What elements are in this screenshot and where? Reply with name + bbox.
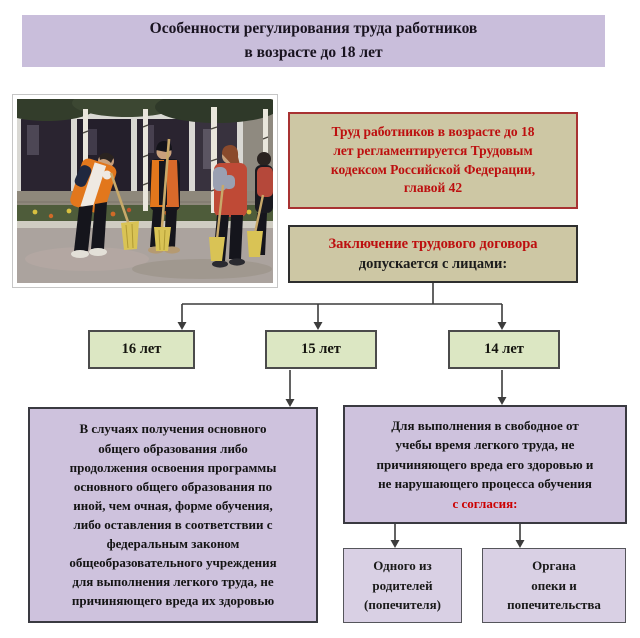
age-label-15: 15 лет: [301, 341, 341, 357]
arrowhead-guardian: [515, 540, 525, 548]
age-label-14: 14 лет: [484, 341, 524, 357]
contract-heading: Заключение трудового договора: [328, 235, 538, 252]
street-cleaning-photo: [12, 94, 278, 288]
education-case-text: В случаях получения основного общего обр…: [69, 421, 277, 609]
consent-label: с согласия:: [452, 495, 518, 511]
contract-box: Заключение трудового договора допускаетс…: [288, 225, 578, 283]
age-label-16: 16 лет: [121, 341, 162, 357]
consent-guardianship-box: Органа опеки и попечительства: [482, 548, 626, 623]
arrowhead-14: [497, 322, 507, 330]
arrowhead-case16: [285, 399, 295, 407]
street-cleaning-photo-illustration: [17, 99, 273, 283]
arrowhead-16: [177, 322, 187, 330]
slide-title-line2: в возрасте до 18 лет: [244, 44, 383, 61]
light-work-case-text: Для выполнения в свободное от учебы врем…: [376, 417, 594, 492]
arrowhead-15: [313, 322, 323, 330]
education-case-box: В случаях получения основного общего обр…: [28, 407, 318, 623]
age-box-16: 16 лет: [88, 330, 195, 369]
consent-guardianship-text: Органа опеки и попечительства: [507, 558, 601, 613]
contract-subtext: допускается с лицами:: [358, 256, 508, 272]
slide-title-line1: Особенности регулирования труда работник…: [149, 19, 478, 37]
arrowhead-case14: [497, 397, 507, 405]
consent-parent-box: Одного из родителей (попечителя): [343, 548, 462, 623]
slide-title: Особенности регулирования труда работник…: [22, 15, 605, 67]
age-box-14: 14 лет: [448, 330, 560, 369]
labor-code-box: Труд работников в возрасте до 18 лет рег…: [288, 112, 578, 209]
labor-code-text: Труд работников в возрасте до 18 лет рег…: [330, 124, 536, 196]
arrowhead-parent: [390, 540, 400, 548]
light-work-case-box: Для выполнения в свободное от учебы врем…: [343, 405, 627, 524]
consent-parent-text: Одного из родителей (попечителя): [364, 558, 441, 613]
age-box-15: 15 лет: [265, 330, 377, 369]
